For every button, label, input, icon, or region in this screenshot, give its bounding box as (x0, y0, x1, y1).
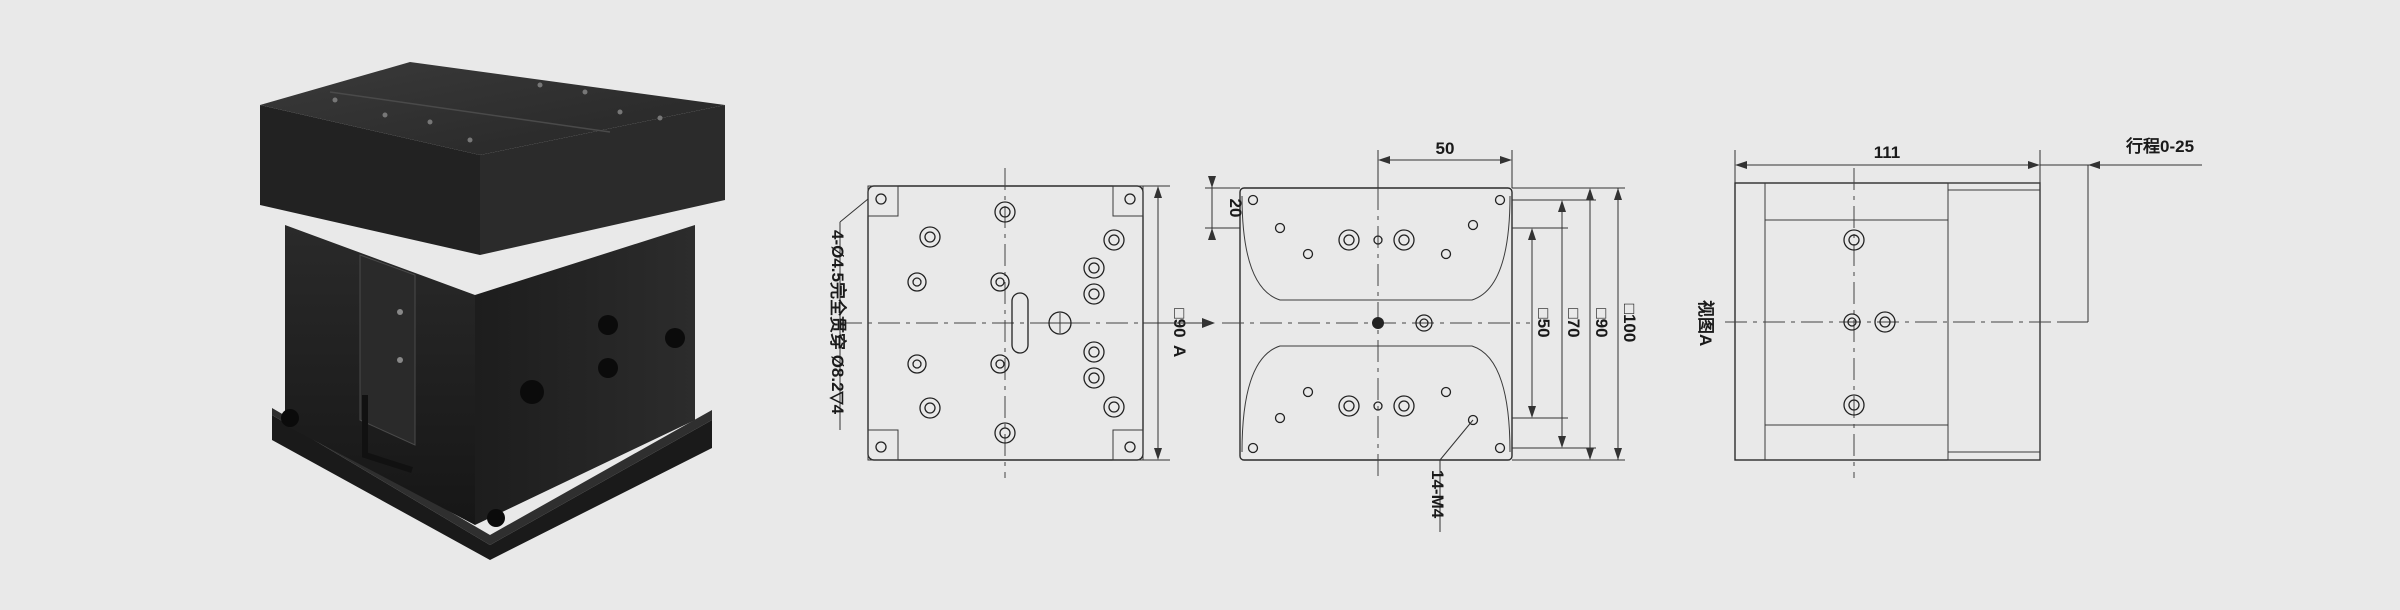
view-label-a: 视图A (1696, 300, 1716, 346)
dim-70-square: □70 (1564, 308, 1583, 337)
dim-20-left: 20 (1226, 199, 1245, 218)
note-through-holes: 4-Ø4.5完全贯穿 Ø8.2▽4 (828, 230, 848, 415)
right-view: 111 行程0-25 视图A (1696, 136, 2202, 478)
stroke-note: 行程0-25 (2125, 136, 2194, 156)
middle-view: 50 20 □50 □70 □90 □100 14-M4 (1205, 139, 1639, 532)
view-marker-a: A (1170, 345, 1189, 357)
dim-90-square: □90 (1592, 308, 1611, 337)
left-view: □90 A 4-Ø4.5完全贯穿 Ø8.2▽4 (828, 168, 1215, 478)
dim-50-square: □50 (1534, 308, 1553, 337)
dim-50-top: 50 (1436, 139, 1455, 158)
dim-100-square: □100 (1620, 304, 1639, 343)
dim-111: 111 (1874, 143, 1901, 162)
thread-note: 14-M4 (1428, 470, 1447, 519)
